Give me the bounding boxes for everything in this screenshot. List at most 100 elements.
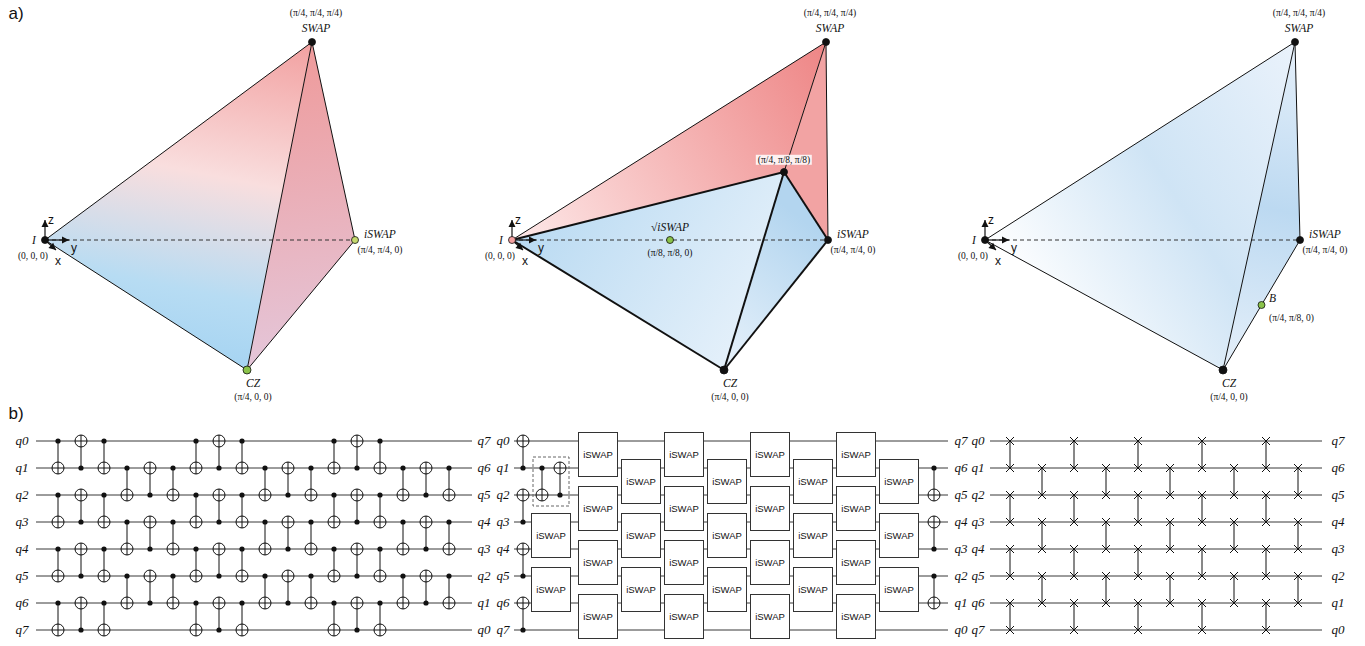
target-circle xyxy=(351,489,363,501)
control-dot xyxy=(400,519,405,524)
control-dot xyxy=(354,519,359,524)
vertex-label: CZ xyxy=(723,377,737,390)
control-dot xyxy=(193,492,198,497)
target-circle xyxy=(259,597,271,609)
swap-cross xyxy=(1038,491,1046,499)
vertex-dot xyxy=(781,169,788,176)
swap-cross xyxy=(1262,626,1270,634)
swap-cross xyxy=(1006,464,1014,472)
gate-label: iSWAP xyxy=(536,530,566,541)
target-plus xyxy=(403,543,404,555)
qubit-label: q5 xyxy=(497,569,510,583)
cnot-link xyxy=(173,522,174,555)
cnot-link xyxy=(403,576,404,609)
target-circle xyxy=(75,489,87,501)
target-circle xyxy=(144,462,156,474)
target-circle xyxy=(52,462,64,474)
swap-link xyxy=(1234,468,1235,495)
swap-cross xyxy=(1038,545,1046,553)
swap-cross xyxy=(1070,491,1078,499)
gate-label: iSWAP xyxy=(755,449,785,460)
control-dot xyxy=(124,465,129,470)
control-dot xyxy=(170,519,175,524)
control-dot xyxy=(78,627,83,632)
control-dot xyxy=(239,438,244,443)
swap-cross xyxy=(1134,572,1142,580)
swap-cross xyxy=(1230,464,1238,472)
swap-cross xyxy=(1038,599,1046,607)
cnot-link xyxy=(196,495,197,528)
gate-label: iSWAP xyxy=(841,557,871,568)
target-plus xyxy=(311,543,312,555)
tetra-edge xyxy=(1295,42,1300,240)
control-dot xyxy=(55,492,60,497)
swap-cross xyxy=(1070,518,1078,526)
qubit-label: q1 xyxy=(478,596,491,610)
qubit-label: q4 xyxy=(972,542,985,556)
control-dot xyxy=(78,573,83,578)
vertex-label: I xyxy=(972,234,976,247)
vertex-dot xyxy=(42,237,49,244)
gate-box: iSWAP xyxy=(750,486,790,531)
swap-cross xyxy=(1070,491,1078,499)
gate-box: iSWAP xyxy=(793,513,833,558)
qubit-wire xyxy=(990,495,1322,496)
swap-link xyxy=(1010,495,1011,522)
gate-label: iSWAP xyxy=(841,449,871,460)
swap-cross xyxy=(1070,545,1078,553)
qubit-label: q6 xyxy=(497,596,510,610)
swap-cross xyxy=(1134,491,1142,499)
swap-cross xyxy=(1262,599,1270,607)
control-dot xyxy=(101,600,106,605)
control-dot xyxy=(423,492,428,497)
cnot-link xyxy=(311,468,312,501)
cnot-link xyxy=(560,462,561,495)
target-circle xyxy=(167,597,179,609)
coordinate-label: (π/4, 0, 0) xyxy=(1210,392,1248,402)
swap-cross xyxy=(1070,626,1078,634)
target-circle xyxy=(282,462,294,474)
target-circle xyxy=(213,543,225,555)
control-dot xyxy=(354,465,359,470)
swap-cross xyxy=(1070,518,1078,526)
control-dot xyxy=(931,546,936,551)
qubit-label: q3 xyxy=(16,515,29,529)
target-plus xyxy=(380,570,381,582)
swap-cross xyxy=(1006,518,1014,526)
qubit-label: q1 xyxy=(497,461,510,475)
cnot-link xyxy=(334,495,335,528)
swap-cross xyxy=(1198,545,1206,553)
coordinate-label: (0, 0, 0) xyxy=(958,251,988,261)
swap-link xyxy=(1106,576,1107,603)
target-plus xyxy=(449,543,450,555)
cnot-link xyxy=(334,549,335,582)
swap-link xyxy=(1074,495,1075,522)
target-circle xyxy=(190,516,202,528)
swap-link xyxy=(1042,576,1043,603)
target-plus xyxy=(426,570,427,582)
target-plus xyxy=(173,597,174,609)
target-circle xyxy=(305,489,317,501)
swap-cross xyxy=(1262,572,1270,580)
control-dot xyxy=(55,546,60,551)
swap-cross xyxy=(1070,437,1078,445)
gate-label: iSWAP xyxy=(626,530,656,541)
target-plus xyxy=(426,462,427,474)
target-plus xyxy=(934,516,935,528)
target-circle xyxy=(213,489,225,501)
swap-cross xyxy=(1038,599,1046,607)
qubit-label: q5 xyxy=(478,488,491,502)
cnot-link xyxy=(219,543,220,576)
qubit-label: q0 xyxy=(16,434,29,448)
cnot-link xyxy=(81,597,82,630)
target-circle xyxy=(554,462,566,474)
gate-label: iSWAP xyxy=(798,530,828,541)
gate-label: iSWAP xyxy=(626,476,656,487)
target-circle xyxy=(75,597,87,609)
target-plus xyxy=(380,516,381,528)
swap-cross xyxy=(1134,437,1142,445)
swap-cross xyxy=(1198,518,1206,526)
tetra-edge xyxy=(826,42,828,240)
swap-cross xyxy=(1102,572,1110,580)
target-plus xyxy=(311,597,312,609)
